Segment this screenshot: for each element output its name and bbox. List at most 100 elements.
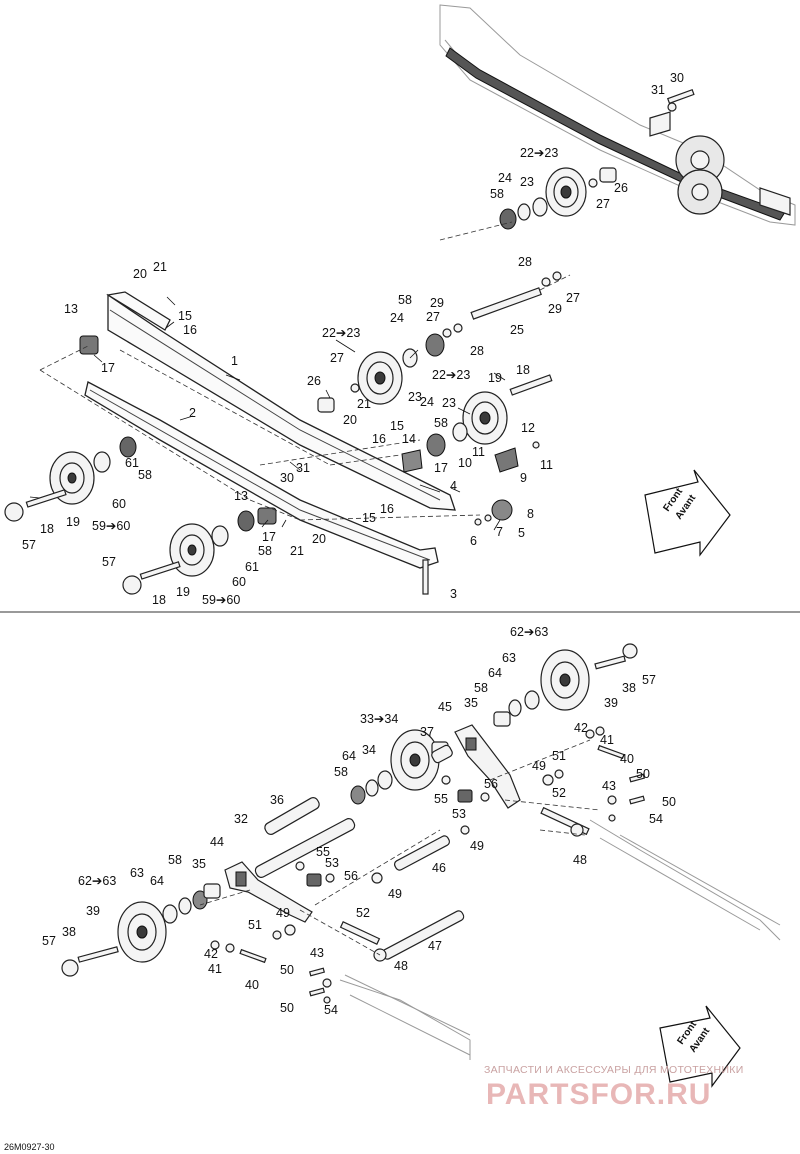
callout: 57 bbox=[642, 673, 656, 687]
callout: 28 bbox=[518, 255, 532, 269]
callout: 18 bbox=[516, 363, 530, 377]
callout: 62➔63 bbox=[510, 625, 548, 639]
callout: 30 bbox=[670, 71, 684, 85]
callout: 29 bbox=[548, 302, 562, 316]
block-part-13-upper bbox=[79, 335, 99, 355]
callout: 22➔23 bbox=[520, 146, 558, 160]
callout: 48 bbox=[573, 853, 587, 867]
callout: 43 bbox=[310, 946, 324, 960]
callout: 58 bbox=[168, 853, 182, 867]
wheel-upper-right bbox=[493, 643, 638, 727]
callout: 39 bbox=[86, 904, 100, 918]
block-part-14 bbox=[401, 449, 423, 473]
rear-frame-outline bbox=[439, 4, 796, 226]
callout: 19 bbox=[66, 515, 80, 529]
callout: 7 bbox=[496, 525, 503, 539]
callout: 24 bbox=[498, 171, 512, 185]
front-direction-arrow-top: Front Avant bbox=[644, 469, 731, 557]
rail-part-1 bbox=[106, 291, 456, 511]
axle-part-25 bbox=[442, 271, 562, 338]
callout: 21 bbox=[153, 260, 167, 274]
callout: 53 bbox=[325, 856, 339, 870]
callout: 20 bbox=[343, 413, 357, 427]
callout: 8 bbox=[527, 507, 534, 521]
front-arm-section bbox=[61, 643, 781, 1060]
callout: 16 bbox=[372, 432, 386, 446]
wheel-lower-left bbox=[61, 883, 221, 977]
callout: 64 bbox=[488, 666, 502, 680]
callout: 44 bbox=[210, 835, 224, 849]
idler-wheel-lower-mid bbox=[122, 510, 255, 595]
callout: 56 bbox=[344, 869, 358, 883]
callout: 38 bbox=[62, 925, 76, 939]
callout: 41 bbox=[600, 733, 614, 747]
callout: 21 bbox=[357, 397, 371, 411]
callout-labels: 30 31 22➔23 24 23 58 26 27 28 27 29 20 2… bbox=[22, 71, 684, 1017]
shaft-part-36 bbox=[264, 797, 320, 835]
callout: 2 bbox=[189, 406, 196, 420]
callout: 15 bbox=[178, 309, 192, 323]
callout: 27 bbox=[426, 310, 440, 324]
callout: 37 bbox=[420, 725, 434, 739]
callout: 22➔23 bbox=[432, 368, 470, 382]
callout: 58 bbox=[474, 681, 488, 695]
callout: 9 bbox=[520, 471, 527, 485]
callout: 16 bbox=[183, 323, 197, 337]
callout: 43 bbox=[602, 779, 616, 793]
callout: 50 bbox=[280, 963, 294, 977]
cam-part-5 bbox=[491, 499, 513, 521]
callout: 58 bbox=[138, 468, 152, 482]
callout: 60 bbox=[112, 497, 126, 511]
callout: 63 bbox=[130, 866, 144, 880]
callout: 17 bbox=[101, 361, 115, 375]
callout: 55 bbox=[316, 845, 330, 859]
callout: 1 bbox=[231, 354, 238, 368]
callout: 31 bbox=[296, 461, 310, 475]
callout: 51 bbox=[552, 749, 566, 763]
nut-part-30 bbox=[667, 102, 677, 112]
callout: 17 bbox=[434, 461, 448, 475]
callout: 17 bbox=[262, 530, 276, 544]
callout: 10 bbox=[458, 456, 472, 470]
callout: 36 bbox=[270, 793, 284, 807]
callout: 25 bbox=[510, 323, 524, 337]
callout: 47 bbox=[428, 939, 442, 953]
shaft-part-32 bbox=[254, 818, 356, 878]
callout: 64 bbox=[342, 749, 356, 763]
callout: 18 bbox=[40, 522, 54, 536]
callout: 27 bbox=[330, 351, 344, 365]
diagram-code: 26M0927-30 bbox=[4, 1142, 55, 1152]
shaft-part-37 bbox=[431, 744, 453, 764]
callout: 46 bbox=[432, 861, 446, 875]
callout: 26 bbox=[307, 374, 321, 388]
callout: 45 bbox=[438, 700, 452, 714]
callout: 12 bbox=[521, 421, 535, 435]
callout: 24 bbox=[420, 395, 434, 409]
callout: 11 bbox=[540, 458, 553, 472]
callout: 14 bbox=[402, 432, 416, 446]
arm-part-44 bbox=[224, 861, 313, 923]
callout: 40 bbox=[245, 978, 259, 992]
callout: 52 bbox=[552, 786, 566, 800]
callout: 21 bbox=[290, 544, 304, 558]
callout: 63 bbox=[502, 651, 516, 665]
callout: 26 bbox=[614, 181, 628, 195]
spring-part-53-upper bbox=[457, 789, 473, 803]
callout: 42 bbox=[574, 721, 588, 735]
callout: 64 bbox=[150, 874, 164, 888]
callout: 38 bbox=[622, 681, 636, 695]
bracket-part-9 bbox=[494, 447, 519, 473]
callout: 49 bbox=[532, 759, 546, 773]
callout: 61 bbox=[245, 560, 259, 574]
callout: 32 bbox=[234, 812, 248, 826]
callout: 50 bbox=[280, 1001, 294, 1015]
callout: 49 bbox=[470, 839, 484, 853]
callout: 52 bbox=[356, 906, 370, 920]
callout: 30 bbox=[280, 471, 294, 485]
callout: 27 bbox=[566, 291, 580, 305]
callout: 40 bbox=[620, 752, 634, 766]
callout: 6 bbox=[470, 534, 477, 548]
callout: 28 bbox=[470, 344, 484, 358]
callout: 11 bbox=[472, 445, 485, 459]
